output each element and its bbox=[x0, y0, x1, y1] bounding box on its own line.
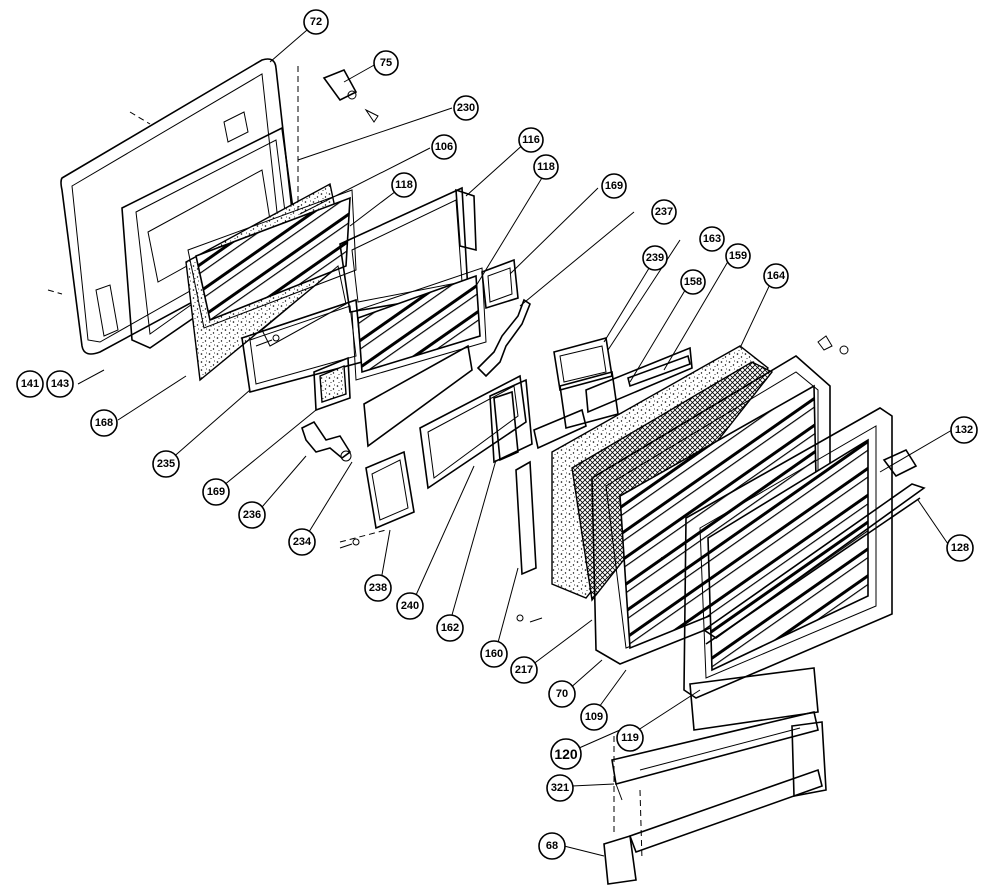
part-240-panel bbox=[363, 344, 527, 490]
part-239-spacer bbox=[553, 336, 619, 430]
svg-text:118: 118 bbox=[395, 179, 413, 191]
callout-169: 169 bbox=[202, 478, 230, 506]
svg-text:164: 164 bbox=[767, 270, 786, 282]
part-132-handle bbox=[702, 335, 926, 645]
svg-text:230: 230 bbox=[457, 102, 475, 114]
part-169-lower-bracket bbox=[313, 356, 351, 412]
part-169-upper-bracket bbox=[481, 258, 519, 310]
callout-164: 164 bbox=[763, 263, 789, 289]
svg-text:237: 237 bbox=[655, 206, 673, 218]
callout-162: 162 bbox=[436, 614, 464, 642]
svg-text:238: 238 bbox=[369, 582, 387, 594]
callout-132: 132 bbox=[950, 416, 978, 444]
svg-text:321: 321 bbox=[551, 782, 569, 794]
part-119-bottom-vent bbox=[611, 667, 827, 801]
callout-236: 236 bbox=[238, 501, 266, 529]
callout-120: 120 bbox=[550, 738, 582, 770]
svg-text:120: 120 bbox=[554, 746, 578, 762]
callout-116: 116 bbox=[518, 127, 544, 153]
svg-text:128: 128 bbox=[951, 542, 969, 554]
svg-text:158: 158 bbox=[684, 276, 702, 288]
part-160-trim bbox=[515, 460, 537, 576]
callout-128: 128 bbox=[946, 534, 974, 562]
screw-hardware bbox=[255, 334, 543, 623]
svg-text:159: 159 bbox=[729, 250, 747, 262]
svg-text:217: 217 bbox=[515, 664, 533, 676]
callout-158: 158 bbox=[680, 269, 706, 295]
part-68-bottom-rail bbox=[603, 736, 823, 885]
callout-160: 160 bbox=[480, 640, 508, 668]
part-128-front-door-frame bbox=[683, 407, 893, 699]
part-118-inner-glass bbox=[187, 189, 357, 329]
callout-68: 68 bbox=[538, 832, 566, 860]
svg-text:106: 106 bbox=[435, 141, 453, 153]
callout-239: 239 bbox=[642, 245, 668, 271]
callout-237: 237 bbox=[651, 199, 677, 225]
part-163-gasket bbox=[585, 346, 693, 414]
svg-text:119: 119 bbox=[621, 732, 639, 744]
callout-230: 230 bbox=[453, 95, 479, 121]
callout-163: 163 bbox=[699, 226, 725, 252]
svg-text:70: 70 bbox=[556, 688, 568, 700]
svg-text:236: 236 bbox=[243, 509, 261, 521]
callout-169: 169 bbox=[601, 173, 627, 199]
part-159-strip bbox=[533, 408, 587, 450]
svg-text:118: 118 bbox=[537, 161, 555, 173]
svg-text:162: 162 bbox=[441, 622, 459, 634]
callout-321: 321 bbox=[546, 774, 574, 802]
part-162-rail bbox=[489, 378, 533, 464]
svg-text:169: 169 bbox=[605, 180, 623, 192]
svg-text:143: 143 bbox=[51, 378, 69, 390]
svg-text:109: 109 bbox=[585, 711, 603, 723]
part-118-center-glass bbox=[351, 267, 487, 381]
svg-text:160: 160 bbox=[485, 648, 503, 660]
callout-240: 240 bbox=[396, 592, 424, 620]
leader-lines bbox=[77, 23, 953, 857]
part-238-plate bbox=[339, 450, 415, 543]
svg-text:168: 168 bbox=[95, 417, 113, 429]
callout-168: 168 bbox=[90, 409, 118, 437]
svg-text:163: 163 bbox=[703, 233, 721, 245]
svg-text:239: 239 bbox=[646, 252, 664, 264]
svg-text:75: 75 bbox=[380, 57, 392, 69]
svg-text:68: 68 bbox=[546, 840, 558, 852]
callout-118: 118 bbox=[391, 172, 417, 198]
svg-text:116: 116 bbox=[522, 134, 540, 146]
svg-text:141: 141 bbox=[21, 378, 39, 390]
part-236-hinge bbox=[301, 420, 352, 462]
callout-106: 106 bbox=[431, 134, 457, 160]
part-75-hinge-clip bbox=[297, 66, 379, 210]
callout-72: 72 bbox=[303, 9, 329, 35]
callout-109: 109 bbox=[580, 703, 608, 731]
callout-70: 70 bbox=[548, 680, 576, 708]
callout-235: 235 bbox=[152, 450, 180, 478]
callout-159: 159 bbox=[725, 243, 751, 269]
callout-118: 118 bbox=[533, 154, 559, 180]
callout-75: 75 bbox=[373, 50, 399, 76]
callout-141: 141 bbox=[16, 370, 44, 398]
callout-238: 238 bbox=[364, 574, 392, 602]
svg-text:235: 235 bbox=[157, 458, 175, 470]
callout-234: 234 bbox=[288, 528, 316, 556]
svg-text:240: 240 bbox=[401, 600, 419, 612]
svg-text:169: 169 bbox=[207, 486, 225, 498]
part-237-bracket bbox=[476, 298, 531, 378]
callout-217: 217 bbox=[510, 656, 538, 684]
svg-text:72: 72 bbox=[310, 16, 322, 28]
callout-143: 143 bbox=[46, 370, 74, 398]
callout-119: 119 bbox=[616, 724, 644, 752]
svg-text:234: 234 bbox=[293, 536, 312, 548]
svg-text:132: 132 bbox=[955, 424, 973, 436]
